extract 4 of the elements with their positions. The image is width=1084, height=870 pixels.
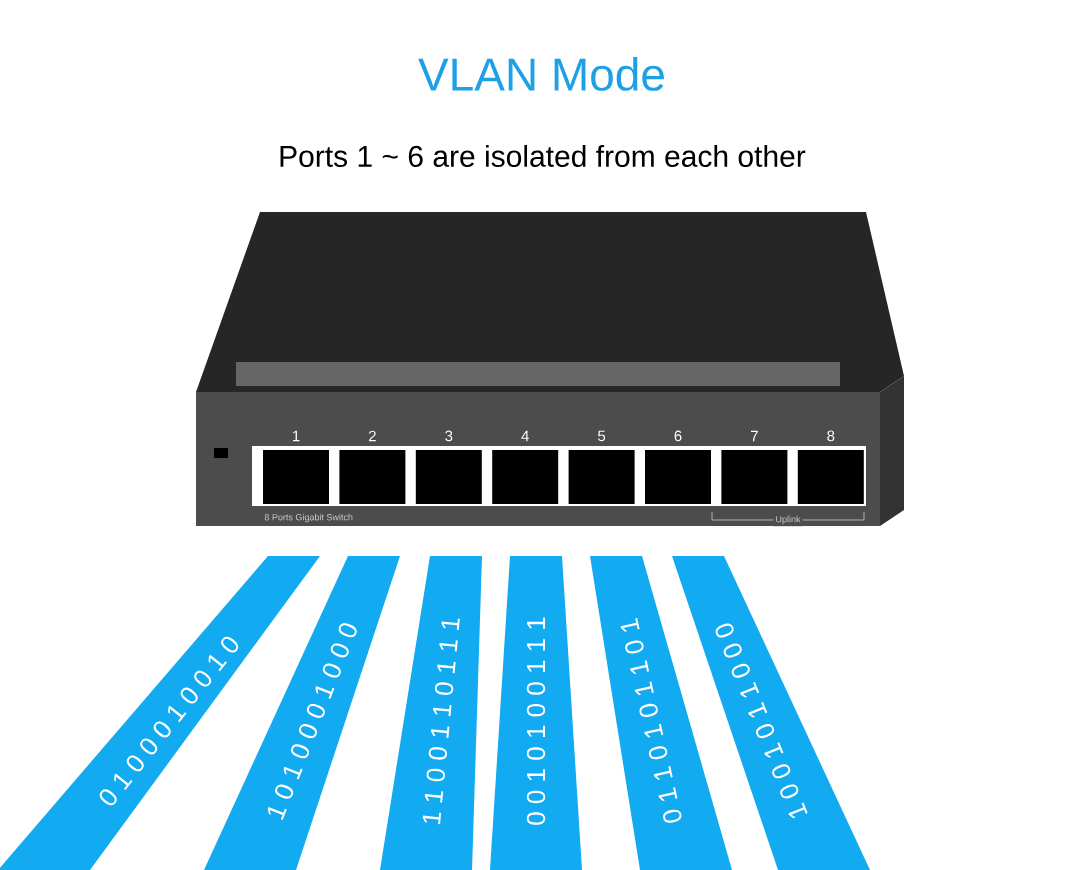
data-strip: 0 0 1 0 1 0 0 1 1 1: [490, 556, 582, 870]
title: VLAN Mode: [418, 57, 664, 91]
subtitle: Ports 1 ~ 6 are isolated from each other: [280, 144, 806, 167]
data-strip: 1 1 0 0 1 1 0 1 1 1: [380, 556, 482, 870]
